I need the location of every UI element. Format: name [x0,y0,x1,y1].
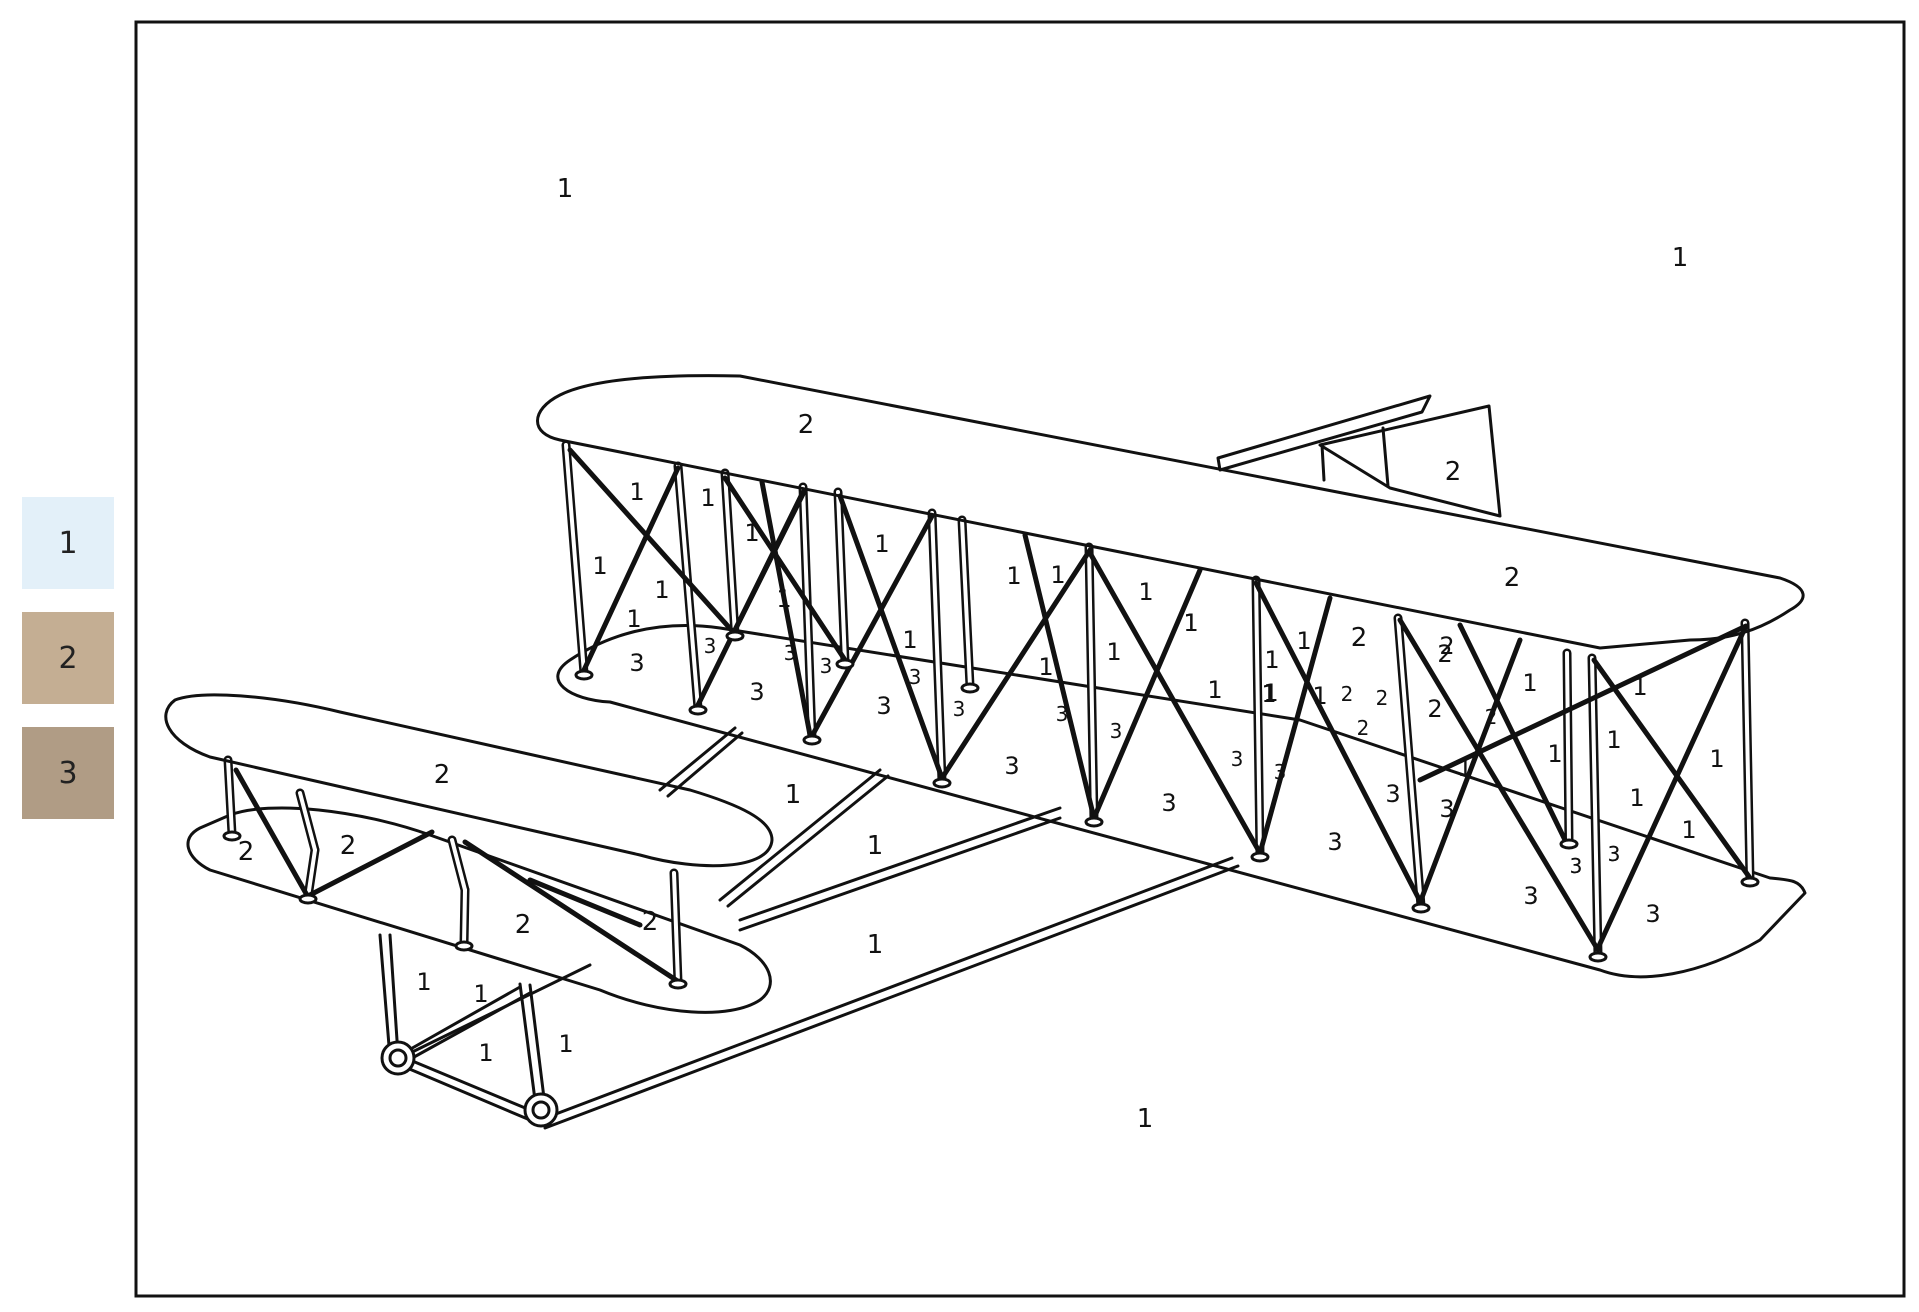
region-label-bay-3b: 1 [1050,561,1065,589]
region-label-bay-6c: 1 [1681,816,1696,844]
region-label-bay-4b: 1 [1207,676,1222,704]
front-wheel-left [380,1040,416,1076]
region-label-bay-2c: 1 [874,530,889,558]
region-label-low-2a: 3 [749,678,764,706]
region-label-tail-a: 2 [1351,623,1368,653]
region-label-skid-b: 1 [473,980,488,1008]
region-label-skid-c: 1 [478,1039,493,1067]
region-label-low-7b: 3 [1570,854,1583,878]
region-label-bay-3c: 1 [1038,653,1053,681]
region-label-tail-e: 2 [1357,716,1370,740]
region-label-bay-5d: 1 [1606,726,1621,754]
region-label-upper-wing-main: 2 [798,410,815,440]
drawing-frame [134,20,1906,1298]
region-label-tail-c: 2 [1341,682,1354,706]
region-label-low-1b: 3 [704,634,717,658]
region-label-bay-1a: 1 [629,478,644,506]
region-label-low-7a: 3 [1523,882,1538,910]
region-label-bay-6e: 1 [1183,609,1198,637]
region-label-low-5b: 3 [1231,747,1244,771]
rudder[interactable] [1216,394,1502,518]
region-label-low-6b: 3 [1385,780,1400,808]
region-label-elevator-low-b: 2 [340,831,357,861]
region-label-low-2c: 3 [820,654,833,678]
region-label-bay-6d: 1 [1261,680,1276,708]
region-label-bay-3e: 1 [1106,638,1121,666]
region-label-low-8a: 3 [1645,900,1660,928]
region-label-bay-4a: 1 [1183,609,1198,637]
region-label-sky-b: 1 [1672,243,1689,273]
region-label-low-6c: 3 [1439,795,1454,823]
region-label-bay-6b: 1 [1709,745,1724,773]
skid-frame [378,933,592,1128]
color-swatch-1[interactable]: 1 [22,497,114,589]
region-label-bay-1c: 1 [654,576,669,604]
region-label-bay-4e: 1 [1263,679,1278,707]
region-label-low-3a: 3 [876,692,891,720]
region-label-tail-d: 2 [1376,686,1389,710]
region-label-bay-1d: 1 [626,605,641,633]
region-label-bay-2a: 1 [744,519,759,547]
region-label-frame-c: 1 [867,930,884,960]
region-label-low-4c: 3 [1110,719,1123,743]
main-wing-struts [561,440,1760,963]
region-label-bay-6f: 1 [1312,682,1327,710]
lower-wing-main[interactable] [556,624,1807,979]
region-label-elevator-low-a: 2 [238,837,255,867]
front-elevator[interactable] [164,693,774,1014]
region-label-bay-5e: 1 [1629,784,1644,812]
upper-wing-main[interactable] [536,374,1805,650]
color-swatch-3[interactable]: 3 [22,727,114,819]
region-label-ground: 1 [1137,1104,1154,1134]
region-label-low-8b: 3 [1570,854,1583,878]
region-label-skid-d: 1 [558,1030,573,1058]
region-label-rudder: 2 [1445,457,1462,487]
region-label-bay-5a: 1 [1457,754,1472,782]
region-label-bay-3a: 1 [1006,562,1021,590]
region-label-low-6a: 3 [1327,828,1342,856]
region-label-frame-b: 1 [867,831,884,861]
region-label-bay-2b: 1 [776,585,791,613]
region-label-tail-f: 2 [1427,695,1442,723]
region-label-low-2b: 3 [784,641,797,665]
region-label-low-1a: 3 [629,649,644,677]
color-swatch-2[interactable]: 2 [22,612,114,704]
region-label-tail-g: 2 [1485,705,1498,729]
region-label-low-3c: 3 [953,697,966,721]
region-label-low-7c: 3 [1608,842,1621,866]
region-label-low-8c: 3 [1608,842,1621,866]
region-label-bay-4c: 1 [1264,646,1279,674]
region-label-elevator-top: 2 [434,760,451,790]
region-label-bay-1e: 1 [700,484,715,512]
region-label-elevator-low-d: 2 [642,907,659,937]
region-label-bay-1b: 1 [592,552,607,580]
region-label-sky-a: 1 [557,174,574,204]
region-label-tail-b: 2 [1439,632,1454,660]
region-label-low-5c: 3 [1274,760,1287,784]
region-label-frame-a: 1 [785,780,802,810]
region-label-bay-6a: 1 [1632,673,1647,701]
region-label-bay-5c: 1 [1522,669,1537,697]
region-label-tail-h: 2 [1437,640,1452,668]
region-label-bay-4d: 1 [1296,627,1311,655]
region-label-bay-5b: 1 [1547,740,1562,768]
region-label-elevator-low-c: 2 [515,910,532,940]
front-wheel-right [523,1092,559,1128]
region-label-low-4b: 3 [1056,702,1069,726]
region-label-upper-wing-right: 2 [1504,563,1521,593]
region-label-bay-2d: 1 [902,626,917,654]
region-label-low-5a: 3 [1161,789,1176,817]
region-label-low-3b: 3 [909,665,922,689]
region-label-skid-a: 1 [416,968,431,996]
region-label-low-4a: 3 [1004,752,1019,780]
region-label-bay-3d: 1 [1138,578,1153,606]
tail-boom [538,726,1240,1130]
